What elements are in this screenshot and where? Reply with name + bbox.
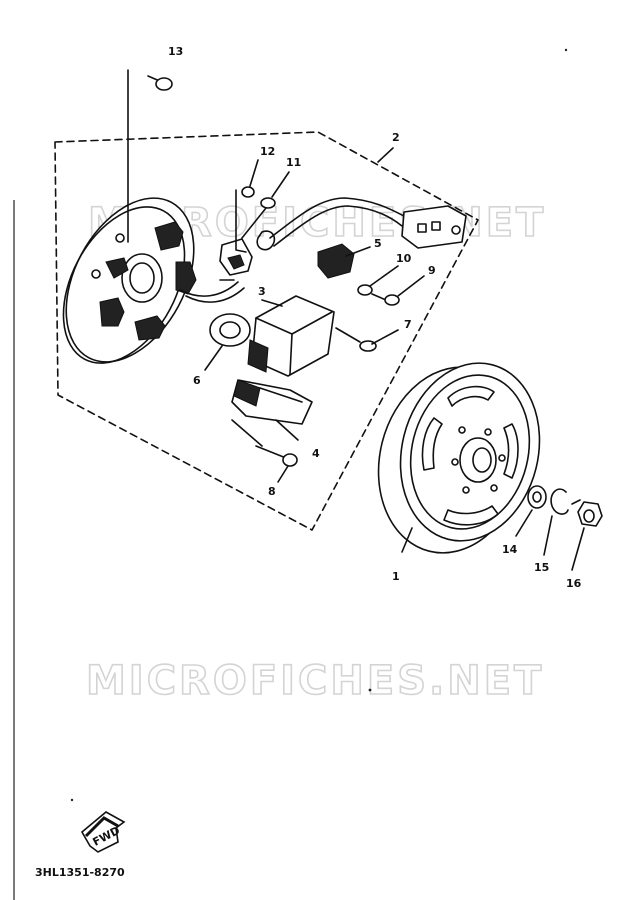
leader-4-8 <box>231 419 263 447</box>
callout-10: 10 <box>396 252 412 265</box>
assembly-dashed-outline <box>54 131 479 531</box>
callout-5: 5 <box>374 237 382 250</box>
callout-4: 4 <box>312 447 320 460</box>
screw-11 <box>241 197 276 239</box>
coupler-connector <box>401 205 467 249</box>
callout-9: 9 <box>428 264 436 277</box>
fwd-arrow-badge: FWD <box>80 811 126 853</box>
part-6-seal <box>209 313 251 347</box>
speck <box>368 688 372 692</box>
part-3-coil-block <box>247 295 335 377</box>
bracket-line-12 <box>235 189 247 253</box>
watermark-middle: MICROFICHES.NET <box>86 658 544 704</box>
washer-12 <box>241 186 255 198</box>
callout-8: 8 <box>268 485 276 498</box>
callout-7: 7 <box>404 318 412 331</box>
callout-6: 6 <box>193 374 201 387</box>
speck <box>564 48 568 52</box>
part-15-clip <box>550 488 569 515</box>
screw-7 <box>335 327 377 352</box>
callout-2: 2 <box>392 131 400 144</box>
screw-8 <box>255 445 298 467</box>
drawing-code: 3HL1351-8270 <box>35 866 125 879</box>
speck <box>70 798 74 802</box>
part-5-holder <box>317 243 355 279</box>
part-16-nut <box>571 499 603 527</box>
lead-wires <box>179 279 245 303</box>
callout-15: 15 <box>534 561 549 574</box>
callout-16: 16 <box>566 577 582 590</box>
callout-1: 1 <box>392 570 400 583</box>
part-1-rotor <box>377 362 541 554</box>
washer-10 <box>357 284 373 296</box>
pickup-coil <box>219 230 276 276</box>
part-4-source-coil <box>231 379 313 425</box>
screw-13 <box>147 75 173 91</box>
callout-3: 3 <box>258 285 266 298</box>
screw-9 <box>371 293 400 306</box>
part-14-washer <box>527 485 547 509</box>
stator-plate <box>62 197 197 364</box>
callout-13: 13 <box>168 45 183 58</box>
callout-14: 14 <box>502 543 518 556</box>
wire-harness-lower <box>273 205 403 247</box>
callout-12: 12 <box>260 145 275 158</box>
wire-harness <box>269 197 405 239</box>
callout-11: 11 <box>286 156 301 169</box>
leader-lines <box>204 147 585 571</box>
